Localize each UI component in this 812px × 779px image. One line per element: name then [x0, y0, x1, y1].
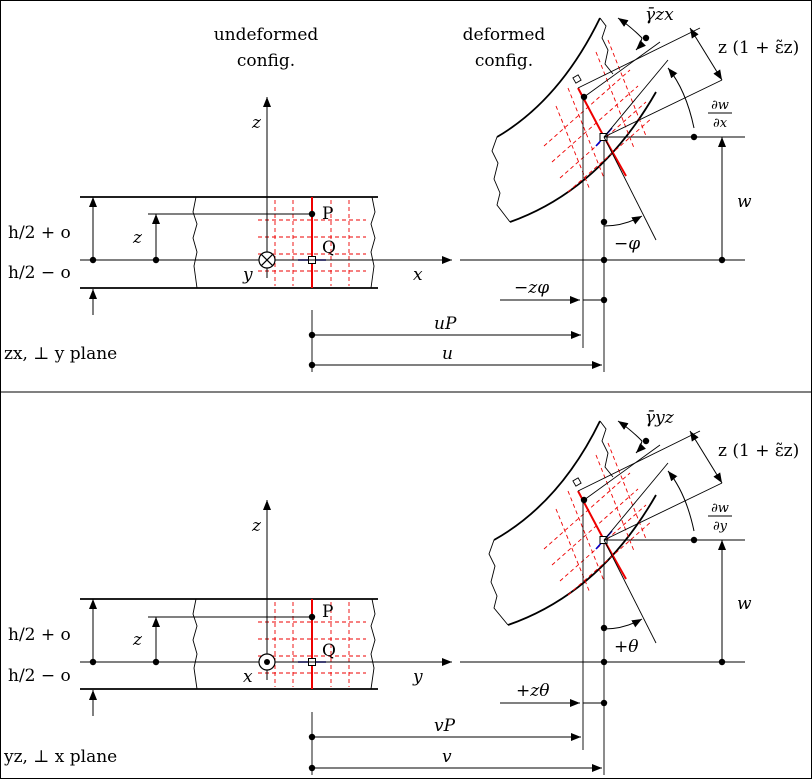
axis-z-label-zx: z — [251, 113, 262, 133]
deformed-grid-yz — [543, 442, 653, 596]
plane-label-yz: yz, ⊥ x plane — [3, 747, 117, 767]
u-label-zx: u — [442, 344, 453, 364]
deformed-beam-zx — [491, 17, 657, 223]
shift-label-yz: +zθ — [516, 681, 549, 701]
vP-label-yz: vP — [434, 716, 456, 736]
rotation-label-yz: +θ — [614, 637, 638, 657]
stretch-label-zx: z (1 + ε̃z) — [718, 38, 799, 58]
undeformed-beam-yz: P Q — [80, 598, 378, 690]
point-P-label-zx: P — [322, 204, 333, 224]
out-of-page-symbol — [258, 653, 276, 671]
point-P-label-yz: P — [322, 602, 333, 622]
panel-yz: P Q z y x h/2 + o h/2 − o z yz, ⊥ x plan… — [3, 408, 799, 775]
header-undeformed-line2: config. — [237, 51, 295, 71]
thickness-top-label-yz: h/2 + o — [8, 625, 71, 645]
axis-y-label-zx: y — [242, 265, 253, 285]
deformed-grid-zx — [543, 39, 653, 193]
v-label-yz: v — [442, 747, 452, 767]
slope-den-yz: ∂y — [713, 519, 728, 534]
z-dim-label-yz: z — [132, 630, 143, 650]
undeformed-grid-yz — [258, 602, 366, 687]
deformed-beam-yz — [488, 420, 657, 626]
panel-zx: P Q z x y h/2 + o h/2 − o z zx, ⊥ y plan… — [4, 5, 799, 372]
axis-x-label-yz: y — [412, 667, 423, 687]
thickness-bot-label-yz: h/2 − o — [8, 666, 71, 686]
plane-label-zx: zx, ⊥ y plane — [4, 344, 117, 364]
stretch-label-yz: z (1 + ε̃z) — [718, 441, 799, 461]
gamma-label-zx: γ̄zx — [645, 5, 674, 25]
header-deformed-line1: deformed — [463, 25, 546, 45]
axis-x-label-zx: x — [413, 265, 423, 285]
point-Q-label-zx: Q — [322, 238, 336, 258]
shift-label-zx: −zφ — [514, 278, 549, 298]
axis-y-label-yz: x — [243, 667, 253, 687]
axis-z-label-yz: z — [251, 516, 262, 536]
header-undeformed-line1: undeformed — [214, 25, 319, 45]
thickness-bot-label-zx: h/2 − o — [8, 263, 71, 283]
slope-num-zx: ∂w — [711, 98, 729, 113]
thickness-top-label-zx: h/2 + o — [8, 223, 71, 243]
z-dim-label-zx: z — [132, 228, 143, 248]
slope-den-zx: ∂x — [713, 116, 728, 131]
rotation-label-zx: −φ — [614, 234, 640, 254]
w-label-zx: w — [737, 192, 752, 212]
undeformed-beam-zx: P Q — [80, 196, 378, 289]
point-Q-label-yz: Q — [322, 641, 336, 661]
w-label-yz: w — [737, 594, 752, 614]
uP-label-zx: uP — [434, 314, 457, 334]
slope-num-yz: ∂w — [711, 501, 729, 516]
into-page-symbol — [258, 251, 276, 269]
header-deformed-line2: config. — [475, 51, 533, 71]
gamma-label-yz: γ̄yz — [645, 408, 675, 428]
